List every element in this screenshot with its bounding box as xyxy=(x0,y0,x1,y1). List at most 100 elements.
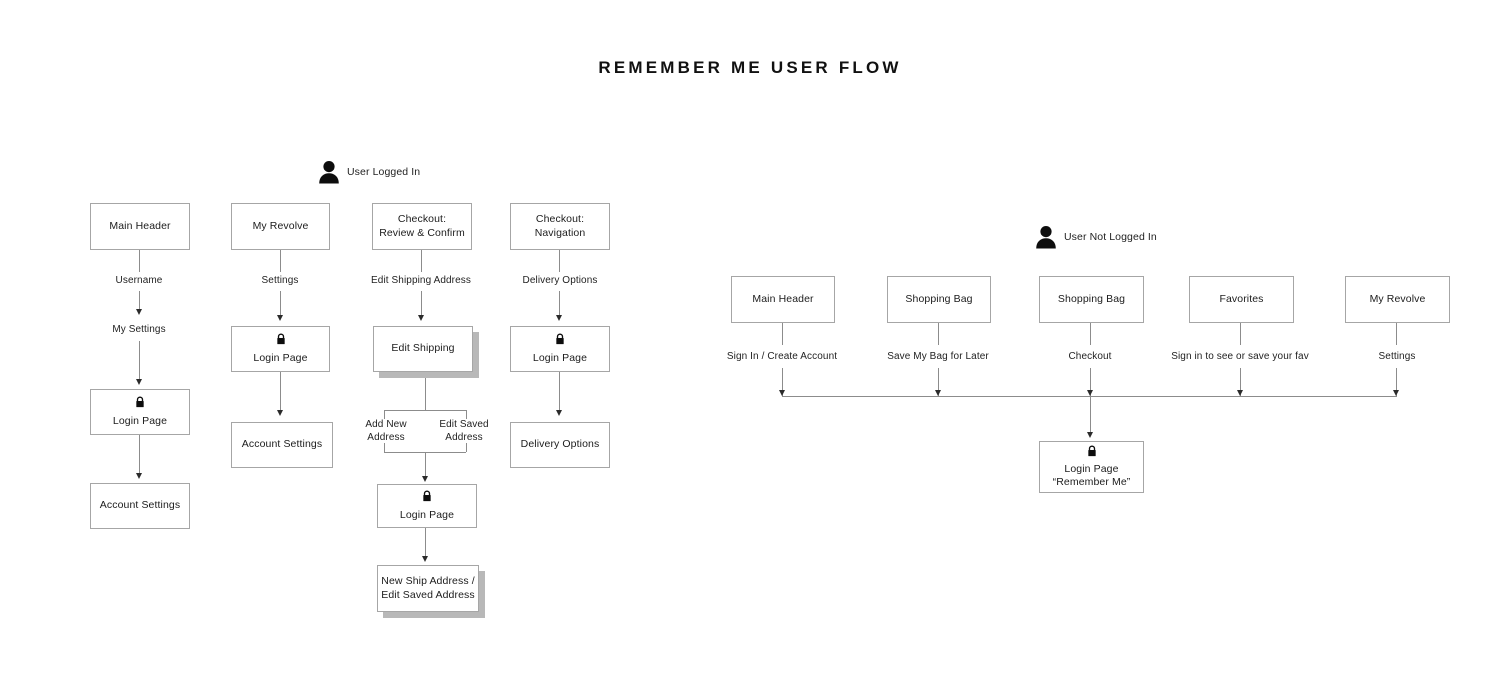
node-my-revolve[interactable]: My Revolve xyxy=(1345,276,1450,323)
edge-label-settings: Settings xyxy=(261,275,299,286)
branch-label-edit-saved-address: Edit Saved Address xyxy=(428,418,500,444)
connector-line xyxy=(280,250,281,272)
connector-line xyxy=(1396,368,1397,396)
arrowhead-icon xyxy=(277,410,283,416)
connector-line xyxy=(425,378,426,410)
connector-line xyxy=(466,443,467,452)
arrowhead-icon xyxy=(1237,390,1243,396)
node-label: New Ship Address / xyxy=(381,575,475,588)
node-login-page[interactable]: Login Page xyxy=(231,326,330,372)
connector-line xyxy=(425,452,426,478)
node-main-header[interactable]: Main Header xyxy=(90,203,190,250)
connector-line xyxy=(1090,396,1091,434)
edge-label-checkout: Checkout xyxy=(1068,351,1112,362)
edge-label-sign-in-create-account: Sign In / Create Account xyxy=(726,351,838,362)
node-account-settings[interactable]: Account Settings xyxy=(231,422,333,468)
lock-icon xyxy=(555,333,565,349)
persona-user-logged-in: User Logged In xyxy=(318,160,420,184)
node-checkout-navigation[interactable]: Checkout: Navigation xyxy=(510,203,610,250)
arrowhead-icon xyxy=(277,315,283,321)
connector-line xyxy=(1090,368,1091,396)
node-checkout-review-confirm[interactable]: Checkout: Review & Confirm xyxy=(372,203,472,250)
connector-line xyxy=(782,368,783,396)
node-label: Login Page xyxy=(399,508,455,521)
connector-line xyxy=(466,410,467,419)
branch-label-add-new-address: Add New Address xyxy=(352,418,420,444)
connector-line xyxy=(139,435,140,475)
edge-label-save-my-bag-for-later: Save My Bag for Later xyxy=(887,351,989,362)
node-label-secondary: Edit Saved Address xyxy=(381,588,475,601)
arrowhead-icon xyxy=(556,315,562,321)
connector-line xyxy=(139,250,140,272)
arrowhead-icon xyxy=(136,473,142,479)
arrowhead-icon xyxy=(136,309,142,315)
connector-line xyxy=(938,323,939,345)
node-label: Account Settings xyxy=(99,499,181,512)
arrowhead-icon xyxy=(422,476,428,482)
edge-label-username: Username xyxy=(115,275,163,286)
lock-icon xyxy=(1087,445,1097,461)
node-label: Login Page xyxy=(532,351,588,364)
edge-label-my-settings: My Settings xyxy=(112,324,166,335)
connector-line xyxy=(1240,368,1241,396)
node-login-page[interactable]: Login Page xyxy=(377,484,477,528)
node-my-revolve[interactable]: My Revolve xyxy=(231,203,330,250)
person-icon xyxy=(1035,225,1057,249)
branch-label-line: Add New xyxy=(365,419,407,430)
persona-label: User Logged In xyxy=(347,166,421,178)
node-label-secondary: Review & Confirm xyxy=(379,226,465,239)
connector-line xyxy=(425,528,426,558)
node-new-ship-address[interactable]: New Ship Address / Edit Saved Address xyxy=(377,565,479,612)
arrowhead-icon xyxy=(779,390,785,396)
node-label: Login Page xyxy=(112,414,168,427)
node-label: My Revolve xyxy=(252,219,309,232)
node-label: Login Page xyxy=(253,351,308,364)
connector-line xyxy=(559,250,560,272)
arrowhead-icon xyxy=(556,410,562,416)
arrowhead-icon xyxy=(1393,390,1399,396)
node-login-page[interactable]: Login Page xyxy=(510,326,610,372)
connector-line xyxy=(280,291,281,317)
connector-line xyxy=(280,372,281,412)
node-account-settings[interactable]: Account Settings xyxy=(90,483,190,529)
node-label-secondary: Navigation xyxy=(534,226,586,239)
lock-icon xyxy=(135,396,145,412)
node-delivery-options[interactable]: Delivery Options xyxy=(510,422,610,468)
node-label: Account Settings xyxy=(241,438,323,451)
page-title: REMEMBER ME USER FLOW xyxy=(598,58,902,77)
connector-line xyxy=(1240,323,1241,345)
arrowhead-icon xyxy=(935,390,941,396)
connector-line xyxy=(559,372,560,412)
node-edit-shipping[interactable]: Edit Shipping xyxy=(373,326,473,372)
branch-label-line: Edit Saved xyxy=(439,419,489,430)
node-shopping-bag[interactable]: Shopping Bag xyxy=(887,276,991,323)
node-label-secondary: “Remember Me” xyxy=(1052,476,1131,489)
connector-line xyxy=(782,323,783,345)
arrowhead-icon xyxy=(1087,432,1093,438)
branch-split-line xyxy=(384,410,466,411)
node-main-header[interactable]: Main Header xyxy=(731,276,835,323)
arrowhead-icon xyxy=(422,556,428,562)
connector-line xyxy=(384,443,385,452)
edge-label-settings: Settings xyxy=(1378,351,1416,362)
branch-label-line: Address xyxy=(367,432,405,443)
node-label: Delivery Options xyxy=(520,438,600,451)
connector-line xyxy=(1090,323,1091,345)
arrowhead-icon xyxy=(418,315,424,321)
edge-label-delivery-options: Delivery Options xyxy=(522,275,598,286)
node-label: Checkout: xyxy=(397,213,447,226)
node-label: Shopping Bag xyxy=(905,292,973,305)
edge-label-sign-in-to-see-or-save: Sign in to see or save your fav xyxy=(1171,351,1309,362)
connector-line xyxy=(421,250,422,272)
node-login-page-remember-me[interactable]: Login Page “Remember Me” xyxy=(1039,441,1144,493)
merge-bus-line xyxy=(782,396,1397,397)
lock-icon xyxy=(276,333,286,349)
node-shopping-bag[interactable]: Shopping Bag xyxy=(1039,276,1144,323)
lock-icon xyxy=(422,490,432,506)
connector-line xyxy=(139,291,140,311)
node-login-page[interactable]: Login Page xyxy=(90,389,190,435)
node-label: Login Page xyxy=(1064,462,1119,475)
node-favorites[interactable]: Favorites xyxy=(1189,276,1294,323)
connector-line xyxy=(421,291,422,317)
connector-line xyxy=(384,410,385,419)
